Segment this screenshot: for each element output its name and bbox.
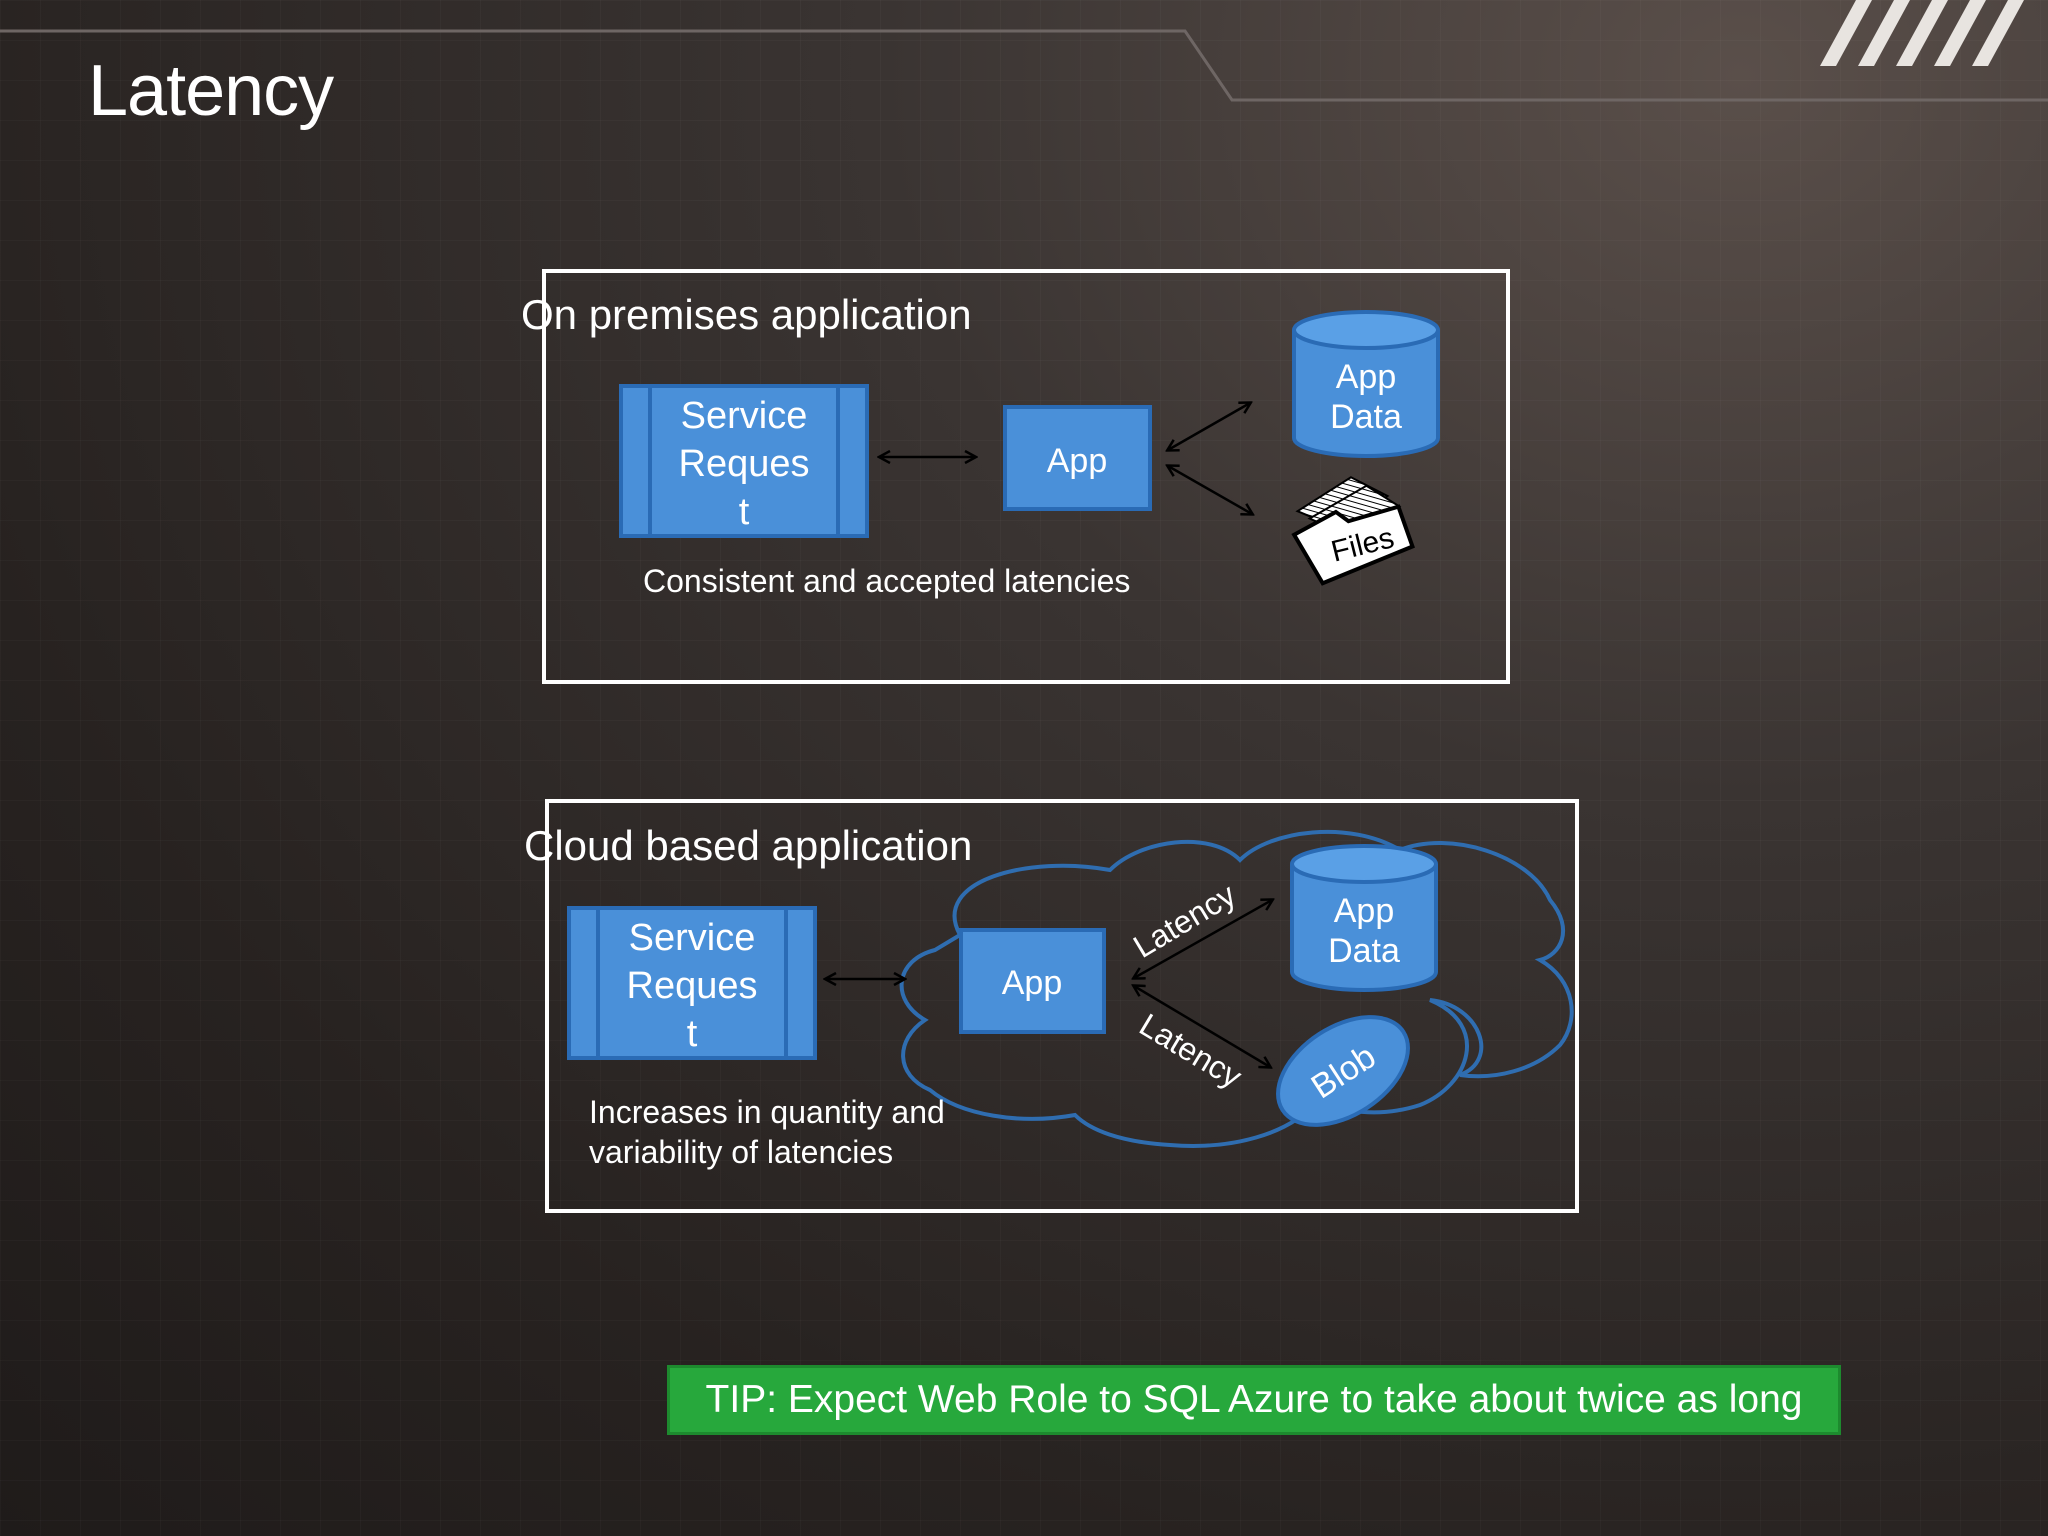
cloud-service-request-line1: Service bbox=[629, 917, 756, 959]
cloud-app-label: App bbox=[1002, 964, 1063, 1002]
latency-label-top: Latency bbox=[1127, 876, 1242, 965]
cloud-blob-arrow bbox=[1134, 986, 1270, 1067]
on-premises-panel bbox=[542, 269, 1510, 684]
on-premises-service-request-line3: t bbox=[739, 491, 750, 533]
on-premises-data-arrow bbox=[1168, 403, 1250, 450]
cloud-service-request-box: Service Reques t bbox=[567, 906, 817, 1060]
cloud-app-data-line1: App bbox=[1334, 892, 1395, 930]
on-premises-app-box: App bbox=[1003, 405, 1152, 511]
on-premises-service-request-line2: Reques bbox=[679, 443, 810, 485]
cloud-service-request-line2: Reques bbox=[627, 965, 758, 1007]
tip-banner: TIP: Expect Web Role to SQL Azure to tak… bbox=[667, 1365, 1841, 1435]
cloud-data-arrow bbox=[1134, 900, 1272, 978]
cloud-app-data-line2: Data bbox=[1328, 932, 1400, 970]
on-premises-app-data-line1: App bbox=[1336, 358, 1397, 396]
on-premises-files-arrow bbox=[1168, 466, 1252, 514]
on-premises-label: On premises application bbox=[521, 291, 972, 338]
on-premises-app-data-cylinder: App Data bbox=[1292, 310, 1440, 458]
cloud-label: Cloud based application bbox=[524, 822, 972, 869]
cloud-app-data-cylinder: App Data bbox=[1290, 844, 1438, 992]
on-premises-app-data-line2: Data bbox=[1330, 398, 1402, 436]
header-decoration bbox=[0, 0, 2048, 102]
cloud-caption-line2: variability of latencies bbox=[589, 1134, 893, 1170]
cloud-service-request-line3: t bbox=[687, 1013, 698, 1055]
cloud-caption-line1: Increases in quantity and bbox=[589, 1094, 945, 1130]
cloud-panel bbox=[545, 799, 1579, 1213]
cloud-app-box: App bbox=[959, 928, 1106, 1034]
on-premises-service-request-line1: Service bbox=[681, 395, 808, 437]
on-premises-service-request-box: Service Reques t bbox=[619, 384, 869, 538]
cloud-shape bbox=[899, 829, 1574, 1148]
blob-ellipse: Blob bbox=[1276, 1015, 1410, 1127]
on-premises-app-label: App bbox=[1047, 442, 1108, 480]
on-premises-caption: Consistent and accepted latencies bbox=[643, 563, 1130, 599]
files-folder-icon: Files bbox=[1291, 476, 1415, 586]
slide-title: Latency bbox=[88, 51, 334, 131]
